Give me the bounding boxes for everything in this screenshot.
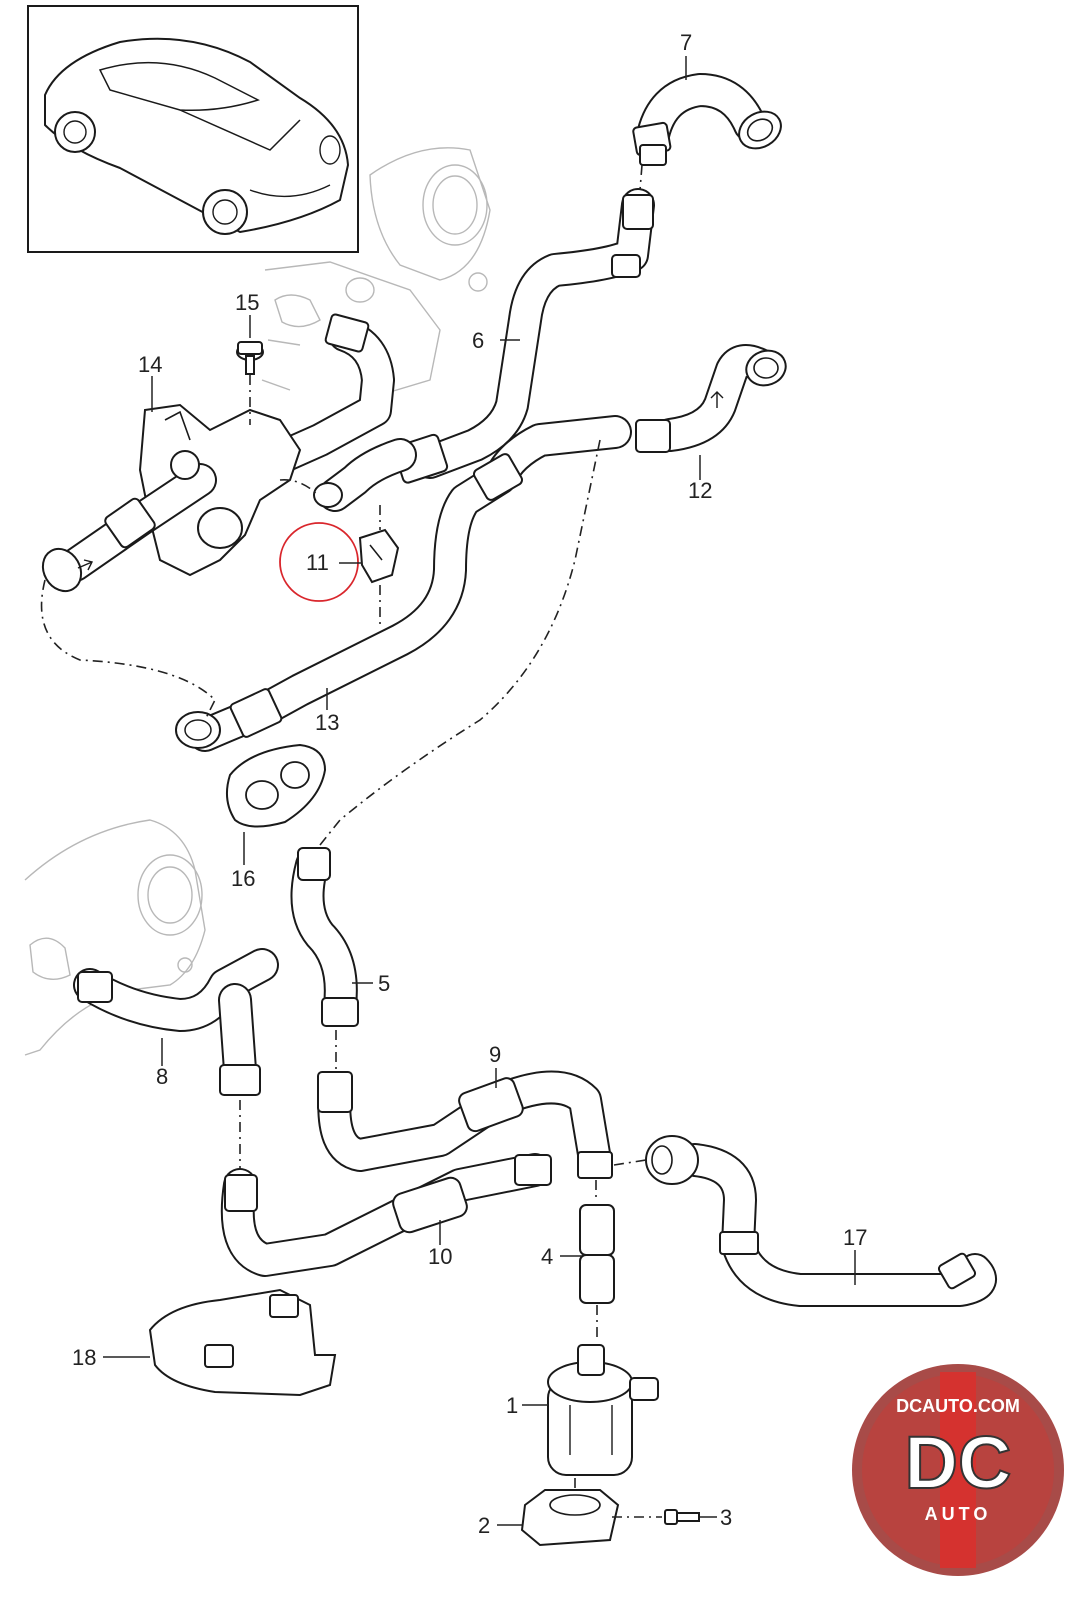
callout-10: 10 xyxy=(428,1244,452,1269)
bracket-2[interactable] xyxy=(520,1489,620,1547)
callout-13: 13 xyxy=(315,710,339,735)
callout-12: 12 xyxy=(688,478,712,503)
connector-4[interactable] xyxy=(579,1204,615,1304)
callout-2: 2 xyxy=(478,1513,490,1538)
callout-3: 3 xyxy=(720,1505,732,1530)
car-thumbnail-icon xyxy=(27,5,359,253)
hose-13[interactable] xyxy=(175,415,632,752)
logo-site-text: DCAUTO.COM xyxy=(896,1396,1020,1416)
hose-6[interactable] xyxy=(393,188,655,484)
screw-3[interactable] xyxy=(612,1509,700,1525)
callout-9: 9 xyxy=(489,1042,501,1067)
callout-16: 16 xyxy=(231,866,255,891)
water-pump-1[interactable] xyxy=(547,1344,659,1476)
hose-5[interactable] xyxy=(290,847,359,1027)
hose-10[interactable] xyxy=(220,1153,552,1277)
hose-9[interactable] xyxy=(317,1070,613,1179)
callout-8: 8 xyxy=(156,1064,168,1089)
grommet-16[interactable] xyxy=(225,743,327,828)
callout-14: 14 xyxy=(138,352,162,377)
dcauto-logo-icon: DCAUTO.COM DC AUTO xyxy=(852,1364,1064,1576)
hose-7[interactable] xyxy=(632,73,788,166)
callout-11[interactable]: 11 xyxy=(306,550,329,575)
routing-lines xyxy=(40,164,647,1492)
thermostat-housing-14[interactable] xyxy=(35,313,395,598)
bolt-15[interactable] xyxy=(236,341,264,425)
highlight-ring-11 xyxy=(279,522,359,602)
clip-11[interactable] xyxy=(358,505,400,625)
hose-17[interactable] xyxy=(645,1135,997,1307)
leader-lines xyxy=(103,56,856,1526)
heat-shield-18[interactable] xyxy=(148,1288,337,1397)
callout-17: 17 xyxy=(843,1225,867,1250)
callout-4: 4 xyxy=(541,1244,553,1269)
callout-1: 1 xyxy=(506,1393,518,1418)
callout-7: 7 xyxy=(680,30,692,55)
logo-mark-text: DC xyxy=(905,1421,1012,1504)
callout-18: 18 xyxy=(72,1345,96,1370)
engine-outline-upper xyxy=(261,147,491,396)
hose-12[interactable] xyxy=(635,344,791,453)
callout-labels: 7 6 12 14 15 11 13 16 5 8 9 10 4 17 18 1… xyxy=(72,30,867,1538)
callout-15: 15 xyxy=(235,290,259,315)
callout-5: 5 xyxy=(378,971,390,996)
logo-sub-text: AUTO xyxy=(925,1504,992,1524)
hose-8[interactable] xyxy=(73,948,279,1096)
callout-6: 6 xyxy=(472,328,484,353)
short-hose-connector[interactable] xyxy=(313,438,417,512)
